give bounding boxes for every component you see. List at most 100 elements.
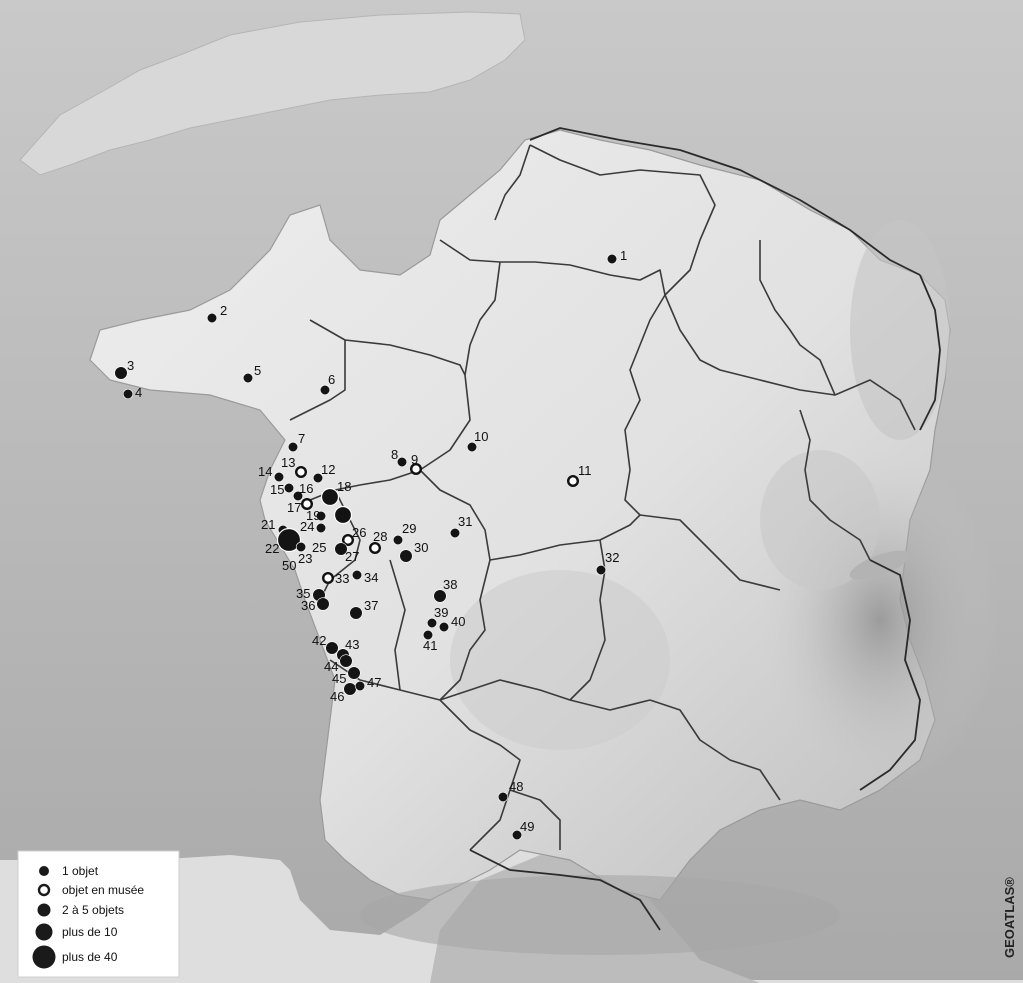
site-label-24: 24	[300, 519, 314, 534]
site-label-23: 23	[298, 551, 312, 566]
site-marker-16[interactable]	[292, 490, 304, 502]
site-marker-17[interactable]	[301, 498, 314, 511]
site-label-9: 9	[411, 452, 418, 467]
site-label-37: 37	[364, 598, 378, 613]
site-marker-42[interactable]	[325, 641, 339, 655]
relief-jura	[760, 450, 880, 590]
site-label-13: 13	[281, 455, 295, 470]
site-marker-24[interactable]	[315, 522, 327, 534]
site-marker-6[interactable]	[319, 384, 331, 396]
site-marker-40[interactable]	[438, 621, 450, 633]
site-label-22: 22	[265, 541, 279, 556]
site-marker-44[interactable]	[339, 654, 353, 668]
site-marker-9[interactable]	[410, 463, 423, 476]
site-label-10: 10	[474, 429, 488, 444]
site-label-8: 8	[391, 447, 398, 462]
site-label-21: 21	[261, 517, 275, 532]
legend-label-objet-en-musee: objet en musée	[62, 883, 144, 897]
site-marker-5[interactable]	[242, 372, 254, 384]
site-label-2: 2	[220, 303, 227, 318]
legend-label-plus-de-10: plus de 10	[62, 925, 118, 939]
site-label-41: 41	[423, 638, 437, 653]
site-marker-37[interactable]	[349, 606, 363, 620]
site-label-47: 47	[367, 675, 381, 690]
site-marker-11[interactable]	[567, 475, 580, 488]
site-label-34: 34	[364, 570, 378, 585]
site-marker-29[interactable]	[392, 534, 404, 546]
site-marker-48[interactable]	[497, 791, 509, 803]
site-marker-36[interactable]	[316, 597, 330, 611]
site-label-50: 50	[282, 558, 296, 573]
site-label-45: 45	[332, 671, 346, 686]
relief-massif-central	[450, 570, 670, 750]
site-marker-12[interactable]	[312, 472, 324, 484]
site-label-38: 38	[443, 577, 457, 592]
site-marker-49[interactable]	[511, 829, 523, 841]
site-marker-30[interactable]	[399, 549, 413, 563]
site-marker-20[interactable]	[333, 505, 353, 525]
site-label-33: 33	[335, 571, 349, 586]
legend: 1 objet objet en musée 2 à 5 objets plus…	[17, 850, 180, 978]
site-label-18: 18	[337, 479, 351, 494]
site-label-35: 35	[296, 586, 310, 601]
site-marker-10[interactable]	[466, 441, 478, 453]
site-marker-33[interactable]	[322, 572, 335, 585]
site-marker-26[interactable]	[342, 534, 355, 547]
site-label-11: 11	[578, 463, 592, 478]
relief-pyrenees	[360, 875, 840, 955]
site-label-3: 3	[127, 358, 134, 373]
site-label-42: 42	[312, 633, 326, 648]
geoatlas-logo: GEOATLAS®	[1002, 877, 1017, 958]
site-label-46: 46	[330, 689, 344, 704]
site-label-39: 39	[434, 605, 448, 620]
site-label-19: 19	[306, 508, 320, 523]
site-marker-18[interactable]	[320, 487, 340, 507]
site-label-17: 17	[287, 500, 301, 515]
site-label-43: 43	[345, 637, 359, 652]
site-label-1: 1	[620, 248, 627, 263]
legend-marker-plus-de-40	[32, 945, 56, 969]
site-label-40: 40	[451, 614, 465, 629]
site-marker-14[interactable]	[273, 471, 285, 483]
legend-label-2-a-5-objets: 2 à 5 objets	[62, 903, 124, 917]
site-marker-50[interactable]	[295, 541, 307, 553]
site-marker-39[interactable]	[426, 617, 438, 629]
site-marker-22[interactable]	[276, 527, 302, 553]
legend-label-1-objet: 1 objet	[62, 864, 99, 878]
site-label-6: 6	[328, 372, 335, 387]
site-marker-31[interactable]	[449, 527, 461, 539]
site-marker-34[interactable]	[351, 569, 363, 581]
site-label-31: 31	[458, 514, 472, 529]
relief-vosges	[850, 220, 950, 440]
site-marker-2[interactable]	[206, 312, 218, 324]
site-label-20: 20	[336, 508, 350, 523]
site-marker-8[interactable]	[396, 456, 408, 468]
site-marker-32[interactable]	[595, 564, 607, 576]
legend-marker-2-a-5-objets	[37, 903, 51, 917]
site-marker-45[interactable]	[347, 666, 361, 680]
site-label-25: 25	[312, 540, 326, 555]
site-marker-3[interactable]	[114, 366, 128, 380]
site-marker-4[interactable]	[122, 388, 134, 400]
site-marker-41[interactable]	[422, 629, 434, 641]
country-borders	[469, 127, 941, 931]
site-label-49: 49	[520, 819, 534, 834]
site-marker-7[interactable]	[287, 441, 299, 453]
site-label-15: 15	[270, 482, 284, 497]
site-marker-38[interactable]	[433, 589, 447, 603]
site-marker-27[interactable]	[334, 542, 348, 556]
site-marker-13[interactable]	[295, 466, 308, 479]
site-marker-19[interactable]	[315, 510, 327, 522]
site-marker-28[interactable]	[369, 542, 382, 555]
region-borders	[289, 144, 916, 851]
site-label-32: 32	[605, 550, 619, 565]
site-label-28: 28	[373, 529, 387, 544]
landmass-england	[19, 11, 526, 176]
site-marker-47[interactable]	[354, 680, 366, 692]
site-label-44: 44	[324, 659, 338, 674]
site-marker-15[interactable]	[283, 482, 295, 494]
site-marker-1[interactable]	[606, 253, 618, 265]
